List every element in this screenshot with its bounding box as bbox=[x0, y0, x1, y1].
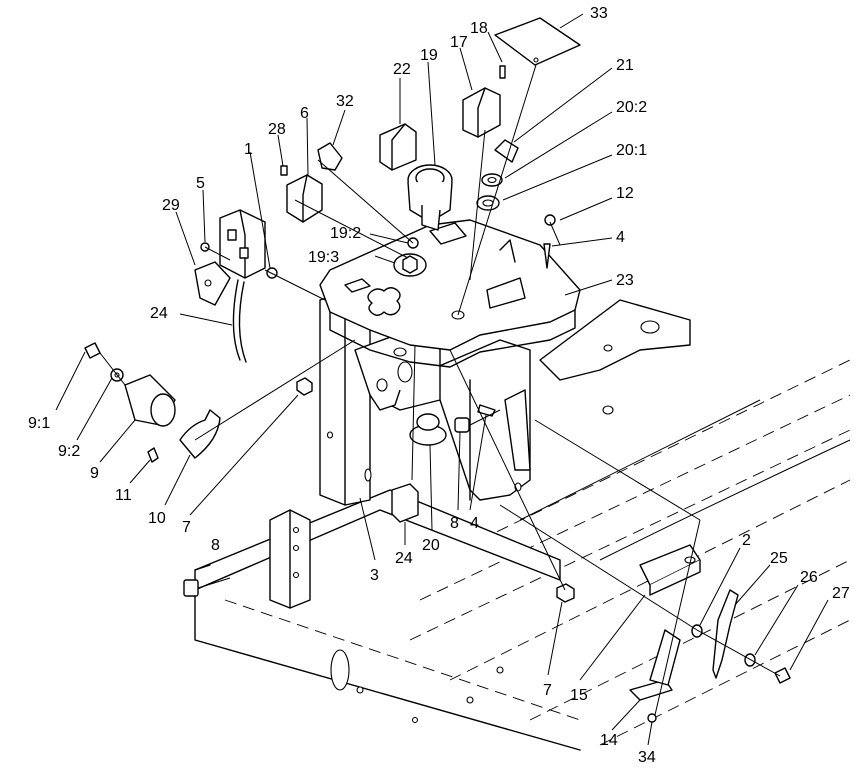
callout-14: 14 bbox=[600, 732, 618, 749]
callout-1: 1 bbox=[244, 141, 253, 158]
callout-19-3: 19:3 bbox=[308, 249, 339, 266]
callout-27: 27 bbox=[832, 585, 850, 602]
callout-29: 29 bbox=[162, 197, 180, 214]
callout-21: 21 bbox=[616, 57, 634, 74]
callout-20: 20 bbox=[422, 537, 440, 554]
left-mount-bracket bbox=[269, 509, 311, 609]
relay-17 bbox=[462, 65, 506, 138]
callout-25: 25 bbox=[770, 550, 788, 567]
callout-24-lower: 24 bbox=[395, 550, 413, 567]
callout-12: 12 bbox=[616, 185, 634, 202]
nut-7-lower bbox=[556, 583, 575, 603]
switch-22 bbox=[379, 123, 417, 171]
console-panel bbox=[319, 219, 581, 368]
bracket-29 bbox=[194, 261, 231, 306]
screw-11 bbox=[147, 447, 159, 463]
console-bracket bbox=[354, 329, 441, 411]
cover-plate bbox=[494, 17, 581, 66]
frame-slot bbox=[330, 649, 350, 691]
screw-28 bbox=[280, 165, 288, 176]
callout-2: 2 bbox=[742, 532, 751, 549]
washer-26 bbox=[744, 653, 756, 667]
callout-7-lower: 7 bbox=[543, 682, 552, 699]
callout-19-2: 19:2 bbox=[330, 225, 361, 242]
callout-24-upper: 24 bbox=[150, 305, 168, 322]
nut-34 bbox=[647, 713, 657, 723]
callout-28: 28 bbox=[268, 121, 286, 138]
callout-34: 34 bbox=[638, 749, 656, 766]
callout-32: 32 bbox=[336, 93, 354, 110]
callout-9-2: 9:2 bbox=[58, 443, 80, 460]
callout-leaders bbox=[55, 13, 829, 746]
callout-20-2: 20:2 bbox=[616, 99, 647, 116]
callout-17: 17 bbox=[450, 34, 468, 51]
nut-7-upper bbox=[296, 377, 313, 396]
support-column bbox=[319, 289, 531, 506]
frame-beam bbox=[194, 489, 581, 751]
lamp-32 bbox=[317, 142, 343, 171]
relay-6 bbox=[286, 174, 323, 223]
callout-9: 9 bbox=[90, 465, 99, 482]
callout-8-mid: 8 bbox=[450, 515, 459, 532]
callout-labels: 33 18 17 19 22 21 20:2 20:1 32 6 28 1 5 … bbox=[28, 5, 850, 766]
clamp-10 bbox=[179, 409, 221, 459]
assembly-lines bbox=[99, 64, 781, 716]
lever-25 bbox=[712, 589, 739, 679]
bracket-15 bbox=[639, 544, 701, 596]
rear-plate bbox=[539, 299, 691, 415]
wire-24 bbox=[232, 279, 247, 363]
solenoid-9 bbox=[124, 374, 176, 427]
callout-11: 11 bbox=[115, 487, 132, 504]
callout-22: 22 bbox=[393, 61, 411, 78]
callout-4-mid: 4 bbox=[470, 515, 479, 532]
callout-10: 10 bbox=[148, 510, 166, 527]
callout-4-upper: 4 bbox=[616, 229, 625, 246]
washer-2 bbox=[691, 624, 703, 638]
bolt-8-lower bbox=[183, 577, 231, 597]
callout-26: 26 bbox=[800, 569, 818, 586]
callout-20-1: 20:1 bbox=[616, 142, 647, 159]
callout-5: 5 bbox=[196, 175, 205, 192]
grommet-20 bbox=[409, 413, 447, 446]
key-switch bbox=[476, 139, 519, 211]
frame-rails bbox=[409, 359, 851, 746]
callout-8-lower: 8 bbox=[211, 537, 220, 554]
meter-hardware bbox=[393, 237, 427, 277]
callout-6: 6 bbox=[300, 105, 309, 122]
screw-27 bbox=[774, 667, 791, 684]
callout-9-1: 9:1 bbox=[28, 415, 50, 432]
block-24 bbox=[391, 483, 419, 523]
hardware-upper-right bbox=[543, 214, 556, 269]
callout-15: 15 bbox=[570, 687, 588, 704]
screw-9-1 bbox=[84, 342, 101, 359]
callout-23: 23 bbox=[616, 272, 634, 289]
callout-7-upper: 7 bbox=[182, 519, 191, 536]
callout-18: 18 bbox=[470, 20, 488, 37]
callout-19: 19 bbox=[420, 47, 438, 64]
hour-meter bbox=[407, 164, 453, 231]
switch-1 bbox=[219, 209, 266, 279]
callout-33: 33 bbox=[590, 5, 608, 22]
callout-3: 3 bbox=[370, 567, 379, 584]
